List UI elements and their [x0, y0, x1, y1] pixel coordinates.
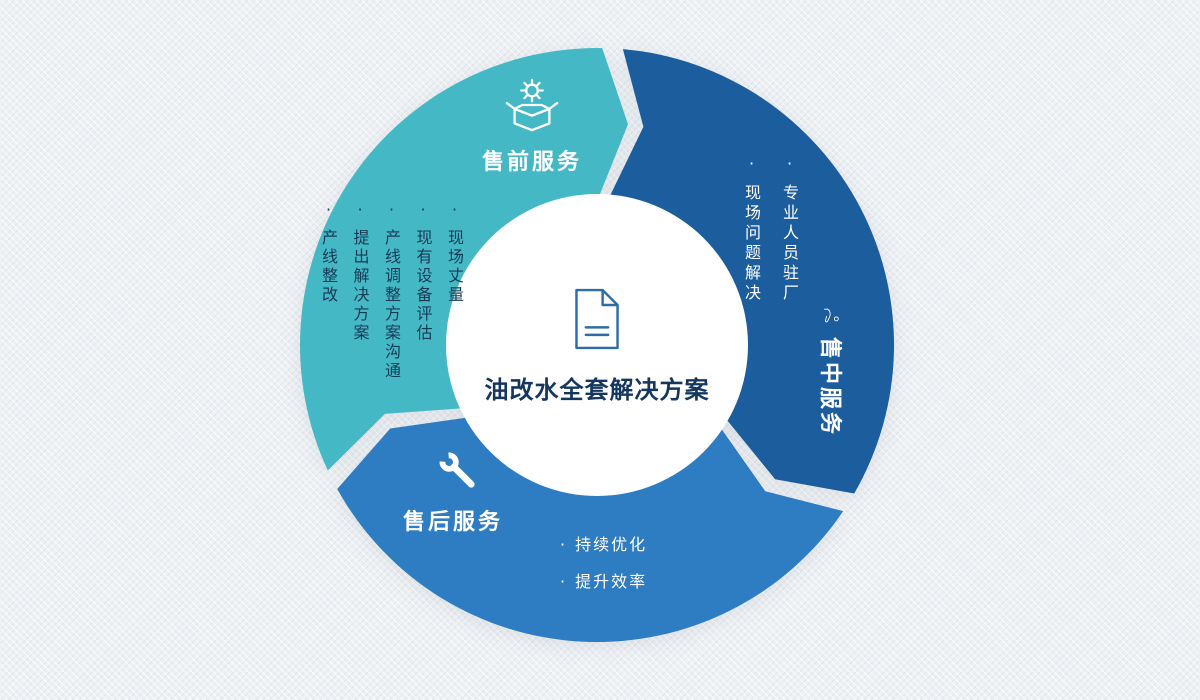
after-sale-item-list: · 持续优化 · 提升效率 — [560, 526, 647, 600]
list-item: · 产线调整方案沟通 — [376, 200, 408, 430]
segment-label-mid-sale: 售中服务 — [817, 336, 842, 437]
list-item: · 产线整改 — [313, 200, 345, 430]
list-item-text: 现场丈量 — [445, 229, 464, 305]
hand-service-icon — [824, 308, 839, 323]
segment-mid-sale — [610, 49, 895, 494]
pre-sale-item-list: · 现场丈量 · 现有设备评估 · 产线调整方案沟通 · 提出解决方案 · 产线整改 — [312, 200, 470, 430]
list-item-text: 专业人员驻厂 — [780, 184, 799, 304]
bullet-dot: · — [382, 200, 401, 222]
list-item-text: 现有设备评估 — [413, 229, 433, 343]
list-item: · 现有设备评估 — [407, 200, 439, 430]
list-item: · 提出解决方案 — [344, 200, 376, 430]
list-item-text: 提出解决方案 — [350, 229, 370, 343]
list-item-text: 提升效率 — [575, 572, 648, 591]
list-item: · 专业人员驻厂 — [770, 154, 808, 314]
list-item: · 提升效率 — [560, 563, 647, 600]
bullet-dot: · — [350, 200, 370, 222]
bullet-dot: · — [780, 154, 799, 177]
segment-pre-sale — [300, 48, 628, 471]
bullet-dot: · — [319, 200, 338, 222]
list-item-text: 产线整改 — [319, 229, 338, 305]
parts-box-gear-icon — [505, 78, 559, 132]
bullet-dot: · — [560, 572, 568, 591]
segment-label-pre-sale-group: 售前服务 — [466, 76, 598, 176]
center-title: 油改水全套解决方案 — [484, 375, 710, 404]
center-circle — [446, 194, 748, 496]
bullet-dot: · — [560, 535, 568, 554]
center-content: 油改水全套解决方案 — [447, 195, 747, 495]
bullet-dot: · — [413, 200, 433, 222]
mid-sale-item-list: · 专业人员驻厂 · 现场问题解决 — [732, 154, 808, 314]
bullet-dot: · — [445, 200, 464, 222]
list-item: · 现场问题解决 — [732, 154, 770, 314]
segment-label-mid-sale-group: 售中服务 — [807, 307, 857, 437]
document-icon — [575, 288, 619, 349]
list-item: · 持续优化 — [560, 526, 647, 563]
segment-label-after-sale-group: 售后服务 — [390, 442, 516, 536]
segment-label-pre-sale: 售前服务 — [481, 150, 582, 175]
list-item-text: 产线调整方案沟通 — [382, 229, 401, 381]
list-item-text: 现场问题解决 — [742, 184, 761, 304]
bullet-dot: · — [742, 154, 761, 177]
list-item-text: 持续优化 — [575, 535, 648, 554]
list-item: · 现场丈量 — [439, 200, 471, 430]
segment-label-after-sale: 售后服务 — [402, 510, 503, 535]
wrench-icon — [439, 452, 475, 488]
